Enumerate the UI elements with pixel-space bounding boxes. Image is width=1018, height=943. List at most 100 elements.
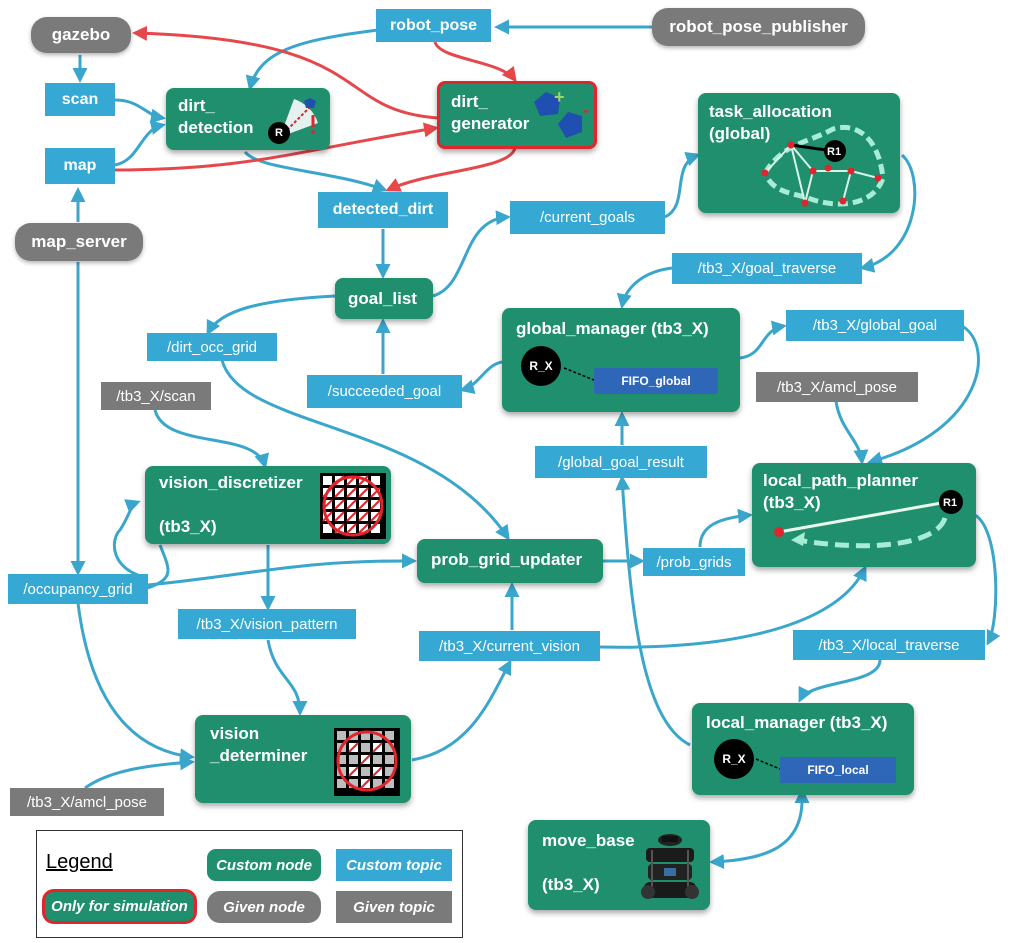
dirt-generator-label: dirt_ generator [451, 92, 530, 133]
legend-title: Legend [46, 851, 113, 873]
legend: Legend Custom node Custom topic Only for… [36, 830, 463, 938]
prob-grid-updater-label: prob_grid_updater [431, 550, 583, 569]
topic-dirt-occ-grid[interactable]: /dirt_occ_grid [147, 333, 277, 361]
dirt-generator-node[interactable]: dirt_ generator + - [437, 81, 597, 149]
topic-prob-grids[interactable]: /prob_grids [643, 548, 745, 576]
edge-vision-pattern-to-vision-determiner [266, 639, 308, 716]
edge-scan-to-dirt-detection [114, 98, 166, 124]
edge-vision-determiner-to-current-vision [411, 659, 512, 762]
local-path-planner-label: local_path_planner (tb3_X) [763, 471, 918, 512]
goal-list-label: goal_list [348, 289, 417, 308]
vision-determiner-node[interactable]: vision _determiner [195, 715, 411, 803]
edge-vision-discretizer-to-occupancy-grid [147, 544, 170, 590]
topic-tb3-scan[interactable]: /tb3_X/scan [101, 382, 211, 410]
legend-custom-node: Custom node [207, 849, 321, 881]
vision-discretizer-node[interactable]: vision_discretizer (tb3_X) [145, 466, 391, 544]
vision-determiner-label: vision _determiner [210, 724, 308, 765]
legend-given-topic: Given topic [336, 891, 452, 923]
topic-succeeded-goal[interactable]: /succeeded_goal [307, 375, 462, 408]
robot-pose-publisher-node[interactable]: robot_pose_publisher [652, 8, 865, 46]
prob-grid-updater-node[interactable]: prob_grid_updater [417, 539, 603, 583]
turtlebot-robot-icon [641, 834, 699, 899]
global-manager-node[interactable]: global_manager (tb3_X) R_X FIFO_global [502, 308, 740, 412]
legend-given-node: Given node [207, 891, 321, 923]
edge-robot-pose-to-dirt-detection [245, 28, 379, 91]
vision-determiner-grid-icon [334, 728, 400, 796]
topic-global-goal-result[interactable]: /global_goal_result [535, 446, 707, 478]
legend-simulation-only: Only for simulation [42, 889, 197, 924]
path-plan-icon: R1 [774, 490, 963, 549]
dirt-detection-node[interactable]: dirt_ detection R [166, 88, 330, 150]
topic-goal-traverse[interactable]: /tb3_X/goal_traverse [672, 253, 862, 284]
task-graph-icon: R1 [761, 124, 886, 207]
topic-current-vision[interactable]: /tb3_X/current_vision [419, 631, 600, 661]
local-path-planner-node[interactable]: local_path_planner (tb3_X) R1 [752, 463, 976, 567]
topic-local-traverse[interactable]: /tb3_X/local_traverse [793, 630, 985, 660]
move-base-label: move_base (tb3_X) [542, 831, 635, 894]
edge-robot-pose-to-dirt-generator [433, 41, 517, 83]
edge-local-manager-to-global-goal-result [615, 475, 691, 747]
edge-map-to-dirt-generator [114, 122, 439, 172]
robot-r-icon: R [268, 122, 290, 144]
edge-goal-list-to-current-goals [432, 210, 511, 298]
edge-goal-list-to-dirt-occ-grid [206, 294, 336, 336]
topic-robot-pose[interactable]: robot_pose [376, 9, 491, 42]
edge-global-goal-to-local-path-planner [867, 324, 980, 466]
edge-occupancy-grid-to-prob-grid-updater [147, 553, 417, 587]
robot-rx-global-icon: R_X [521, 346, 561, 386]
edge-local-manager-to-move-base [709, 788, 810, 869]
edge-occupancy-grid-to-vision-determiner [76, 602, 195, 764]
topic-occupancy-grid[interactable]: /occupancy_grid [8, 574, 148, 604]
minus-sign: - [583, 100, 589, 120]
edge-current-vision-to-local-path-planner [599, 565, 867, 649]
move-base-node[interactable]: move_base (tb3_X) [528, 820, 710, 910]
plus-sign: + [554, 87, 565, 107]
topic-tb3-amcl-pose-bottom[interactable]: /tb3_X/amcl_pose [10, 788, 164, 816]
edge-global-manager-to-global-goal [739, 320, 787, 360]
topic-map[interactable]: map [45, 148, 115, 184]
robot-rx-local-icon: R_X [714, 739, 754, 779]
dirt-detection-label: dirt_ detection [178, 96, 254, 137]
edge-local-path-planner-to-local-traverse [974, 513, 1001, 646]
task-allocation-node[interactable]: task_allocation (global) R1 [698, 93, 900, 213]
fifo-global-box: FIFO_global [594, 368, 718, 394]
legend-custom-topic: Custom topic [336, 849, 452, 881]
edge-amcl-pose-to-local-path-planner [834, 400, 869, 465]
local-manager-node[interactable]: local_manager (tb3_X) R_X FIFO_local [692, 703, 914, 795]
goal-list-node[interactable]: goal_list [335, 278, 433, 319]
vision-grid-icon [320, 473, 386, 539]
topic-detected-dirt[interactable]: detected_dirt [318, 192, 448, 228]
edge-occupancy-grid-to-vision-discretizer [112, 499, 149, 580]
robot-r1-label: R1 [827, 146, 841, 158]
topic-scan[interactable]: scan [45, 83, 115, 116]
local-dashed-link-icon [755, 758, 781, 770]
edge-prob-grids-to-local-path-planner [698, 508, 753, 548]
edge-dirt-generator-to-detected-dirt [385, 147, 517, 192]
edge-map-to-dirt-detection [114, 120, 166, 167]
edge-dirt-occ-grid-to-prob-grid-updater [220, 359, 510, 541]
topic-global-goal[interactable]: /tb3_X/global_goal [786, 310, 964, 341]
fifo-local-box: FIFO_local [780, 757, 896, 783]
edge-goal-traverse-to-global-manager [616, 266, 673, 309]
pentagon-dirt-icon: + - [534, 87, 589, 138]
edge-task-allocation-to-goal-traverse [859, 153, 917, 273]
map-server-node[interactable]: map_server [15, 223, 143, 261]
edge-dirt-detection-to-detected-dirt [243, 150, 388, 193]
edge-dirt-generator-to-gazebo [132, 25, 439, 120]
global-manager-label: global_manager (tb3_X) [516, 319, 709, 338]
topic-tb3-amcl-pose-top[interactable]: /tb3_X/amcl_pose [756, 372, 918, 402]
edge-tb3-scan-to-vision-discretizer [153, 409, 269, 469]
edge-global-manager-to-succeeded-goal [459, 360, 503, 395]
topic-vision-pattern[interactable]: /tb3_X/vision_pattern [178, 609, 356, 639]
gazebo-node[interactable]: gazebo [31, 17, 131, 53]
task-allocation-label: task_allocation (global) [709, 102, 832, 143]
vision-discretizer-label: vision_discretizer (tb3_X) [159, 473, 303, 536]
edge-local-traverse-to-local-manager [798, 659, 882, 703]
dashed-link-icon [563, 367, 595, 381]
planner-r1-label: R1 [943, 497, 957, 509]
topic-current-goals[interactable]: /current_goals [510, 201, 665, 234]
edge-current-goals-to-task-allocation [664, 151, 701, 219]
edge-amcl-pose-to-vision-determiner [84, 755, 195, 790]
local-manager-label: local_manager (tb3_X) [706, 713, 888, 732]
